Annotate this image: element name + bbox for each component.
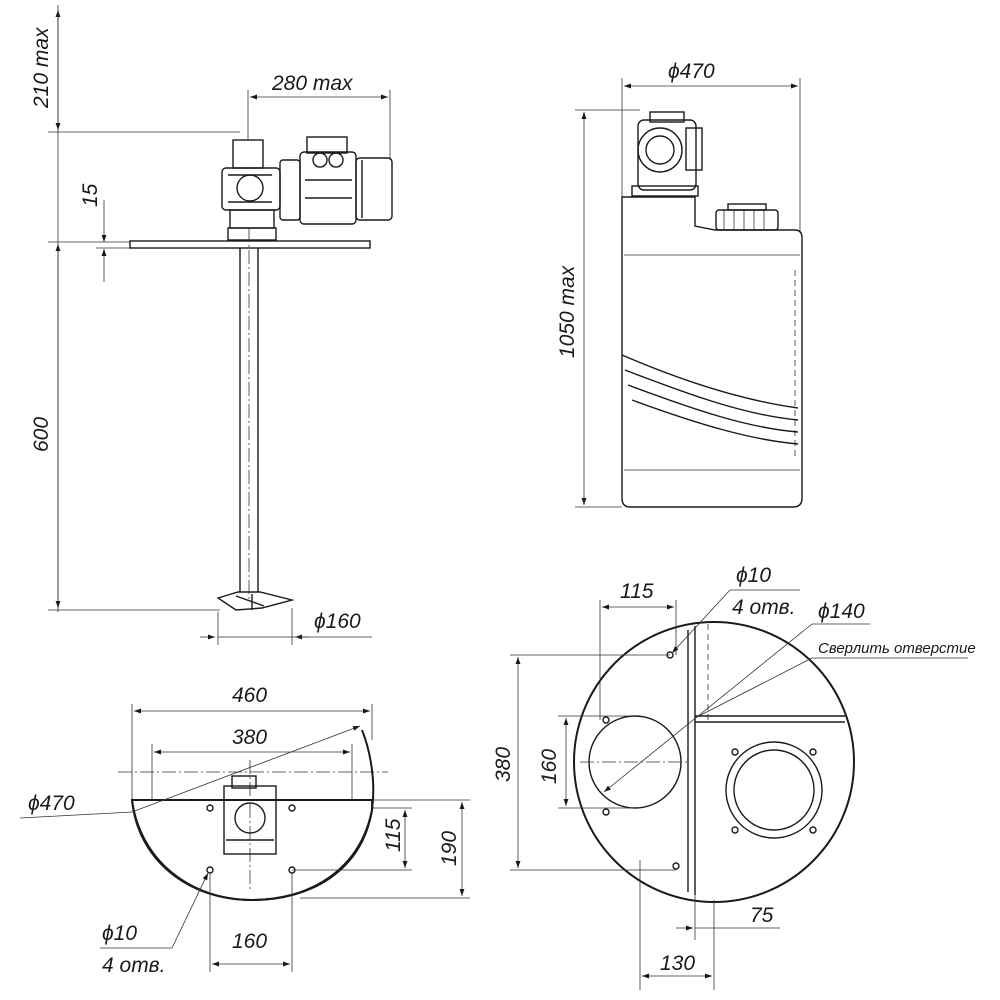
- mount-hole: [672, 862, 680, 870]
- dim-600: 600: [30, 417, 53, 452]
- dim-1050-max: 1050 max: [556, 264, 579, 358]
- dim-75: 75: [750, 904, 774, 927]
- dim-190: 190: [438, 831, 461, 866]
- mount-hole: [602, 808, 610, 816]
- tank-front-view: ϕ470 1050 max: [556, 60, 803, 508]
- dim-hole-phi-10-half: ϕ10: [102, 922, 137, 945]
- hole-count-half: 4 отв.: [102, 954, 165, 977]
- tank-top-view: 115 ϕ10 4 отв. ϕ140 Сверлить отверстие 3…: [492, 564, 976, 990]
- dim-15: 15: [79, 183, 102, 207]
- hole-count-top: 4 отв.: [732, 596, 795, 619]
- dim-210-max: 210 max: [30, 26, 53, 109]
- dim-160-half: 160: [232, 930, 267, 953]
- mount-hole: [288, 804, 296, 812]
- dim-160-top: 160: [538, 749, 561, 784]
- dim-115-half: 115: [382, 818, 405, 852]
- mixer-side-view: 210 max 280 max 15 600 ϕ160: [30, 5, 393, 645]
- half-plan-view: 460 380 ϕ470 115 190 ϕ10 4 отв. 160: [19, 684, 470, 977]
- note-drill-hole: Сверлить отверстие: [818, 640, 976, 657]
- dim-hole-phi-10-top: ϕ10: [736, 564, 771, 587]
- dim-380-half: 380: [232, 726, 267, 749]
- dim-phi-160: ϕ160: [314, 610, 361, 633]
- dim-115-top: 115: [620, 580, 654, 603]
- dim-280-max: 280 max: [271, 72, 354, 95]
- dim-phi-470-front: ϕ470: [668, 60, 715, 83]
- dim-380-top: 380: [492, 747, 515, 782]
- dim-460: 460: [232, 684, 267, 707]
- dim-phi-140: ϕ140: [818, 600, 865, 623]
- dim-phi-470-half: ϕ470: [28, 792, 75, 815]
- mount-hole: [206, 804, 214, 812]
- dim-130: 130: [660, 952, 695, 975]
- mount-hole: [206, 866, 214, 874]
- mount-hole: [602, 716, 610, 724]
